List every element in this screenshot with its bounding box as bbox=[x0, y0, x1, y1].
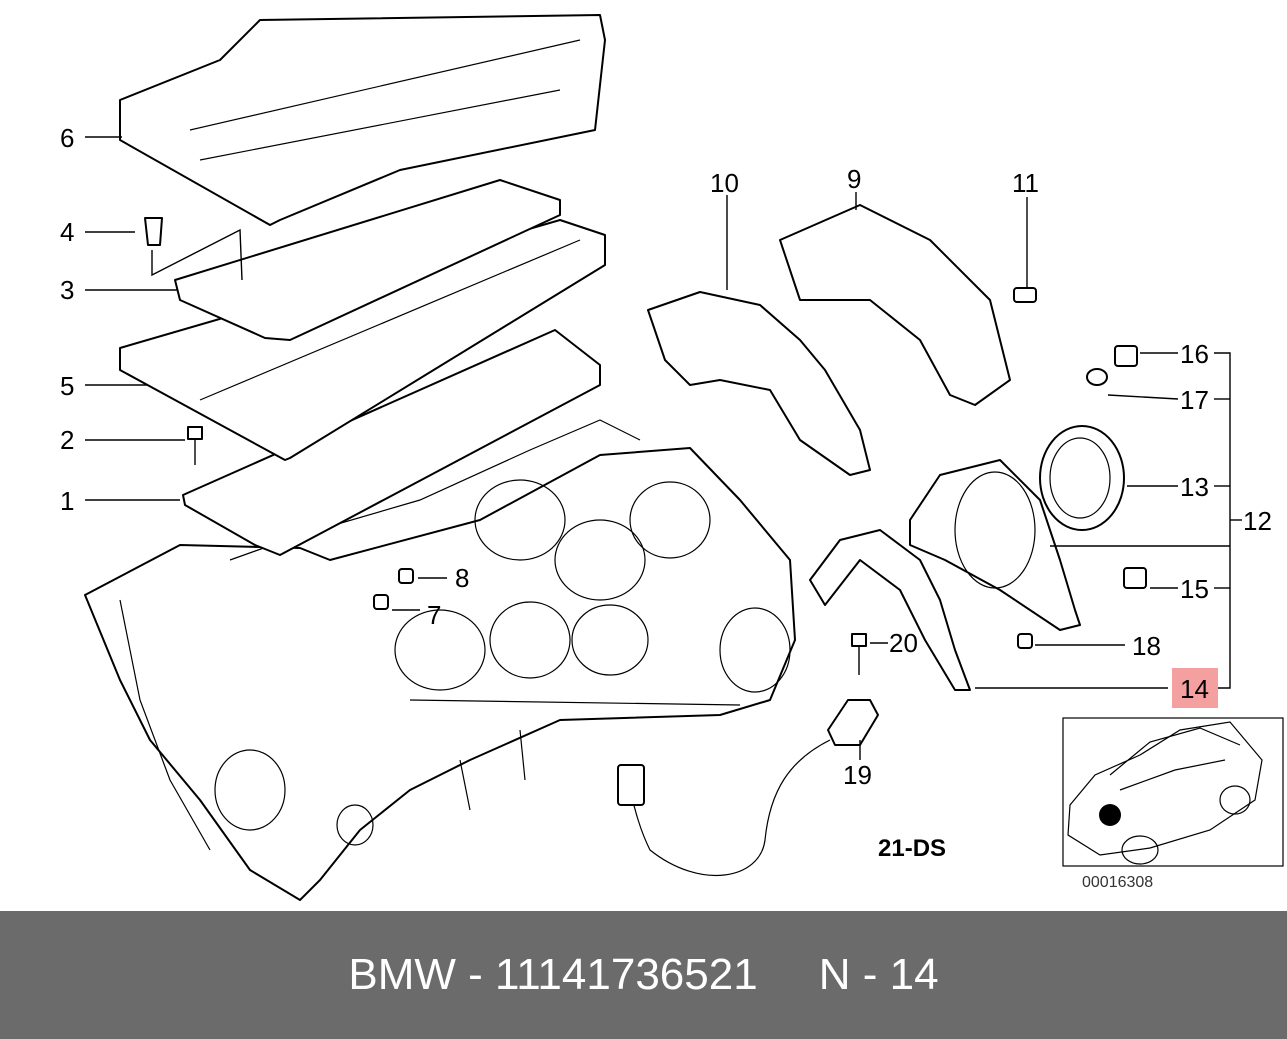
callout-20: 20 bbox=[889, 628, 918, 658]
part-8-sleeve bbox=[398, 568, 414, 584]
part-7-sleeve bbox=[373, 594, 389, 610]
callout-14: 14 bbox=[1180, 674, 1209, 704]
callout-5: 5 bbox=[60, 371, 74, 401]
part-10-gasket bbox=[647, 291, 871, 476]
callout-9: 9 bbox=[847, 164, 861, 194]
callout-3: 3 bbox=[60, 275, 74, 305]
callout-labels: 6 4 3 5 2 1 8 7 10 9 11 16 17 13 12 15 1… bbox=[60, 123, 1272, 790]
part-14-gasket bbox=[809, 529, 971, 691]
part-19-knock-sensor bbox=[827, 699, 879, 746]
callout-8: 8 bbox=[455, 563, 469, 593]
engine-block bbox=[84, 419, 796, 901]
part-16-bolt bbox=[1114, 345, 1138, 367]
part-13-seal-ring bbox=[1039, 425, 1125, 531]
part-2-bolt bbox=[187, 426, 203, 440]
callout-18: 18 bbox=[1132, 631, 1161, 661]
callout-14-highlight bbox=[1172, 668, 1218, 708]
section-code: 21-DS bbox=[878, 835, 946, 862]
callout-11: 11 bbox=[1012, 168, 1039, 198]
part-9-cover-plate bbox=[779, 204, 1011, 406]
callout-7: 7 bbox=[427, 600, 441, 630]
location-marker bbox=[1099, 804, 1121, 826]
exploded-parts-diagram: 6 4 3 5 2 1 8 7 10 9 11 16 17 13 12 15 1… bbox=[60, 14, 1284, 901]
part-12-seal-housing bbox=[909, 459, 1081, 631]
callout-10: 10 bbox=[710, 168, 739, 198]
callout-12: 12 bbox=[1243, 506, 1272, 536]
part-number-footer: BMW - 11141736521 N - 14 bbox=[0, 911, 1287, 1039]
part-15-bolt bbox=[1123, 567, 1147, 589]
callout-4: 4 bbox=[60, 217, 74, 247]
callout-16: 16 bbox=[1180, 339, 1209, 369]
leader-lines bbox=[85, 136, 1242, 760]
footer-text: BMW - 11141736521 N - 14 bbox=[348, 950, 939, 999]
part-1-gasket-frame bbox=[182, 329, 601, 556]
part-11-bolt bbox=[1013, 287, 1037, 303]
callout-1: 1 bbox=[60, 486, 74, 516]
part-6-intake-manifold bbox=[119, 14, 606, 226]
callout-6: 6 bbox=[60, 123, 74, 153]
part-18-sleeve bbox=[1017, 633, 1033, 649]
part-3-gasket bbox=[174, 179, 561, 341]
callout-2: 2 bbox=[60, 425, 74, 455]
part-17-washer bbox=[1086, 368, 1108, 386]
diagram-ref-number: 00016308 bbox=[1082, 874, 1153, 891]
callout-17: 17 bbox=[1180, 385, 1209, 415]
callout-19: 19 bbox=[843, 760, 872, 790]
part-20-bolt bbox=[851, 633, 867, 647]
part-4-plug bbox=[144, 217, 163, 246]
car-location-inset bbox=[1062, 717, 1284, 867]
callout-15: 15 bbox=[1180, 574, 1209, 604]
callout-13: 13 bbox=[1180, 472, 1209, 502]
